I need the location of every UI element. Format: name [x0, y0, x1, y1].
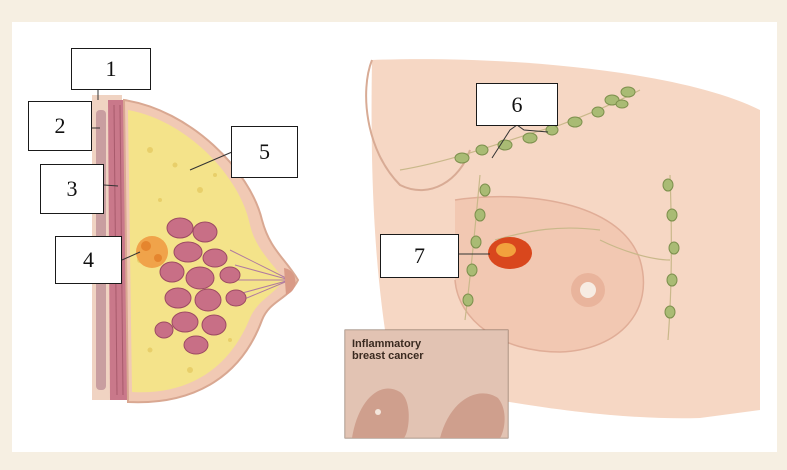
- nipple-front: [580, 282, 596, 298]
- label-box-1: 1: [71, 48, 151, 90]
- inset-caption: Inflammatory breast cancer: [352, 338, 502, 362]
- label-box-7: 7: [380, 234, 459, 278]
- tumor-core: [141, 241, 151, 251]
- inset-caption-line1: Inflammatory: [352, 338, 502, 350]
- inset-nipple: [375, 409, 381, 415]
- label-box-4: 4: [55, 236, 122, 284]
- label-box-2: 2: [28, 101, 92, 151]
- label-box-6: 6: [476, 83, 558, 126]
- tumor-mass: [136, 236, 168, 268]
- label-box-5: 5: [231, 126, 298, 178]
- inset-caption-line2: breast cancer: [352, 350, 502, 362]
- tumor-highlight: [496, 243, 516, 257]
- label-box-3: 3: [40, 164, 104, 214]
- tumor-core: [154, 254, 162, 262]
